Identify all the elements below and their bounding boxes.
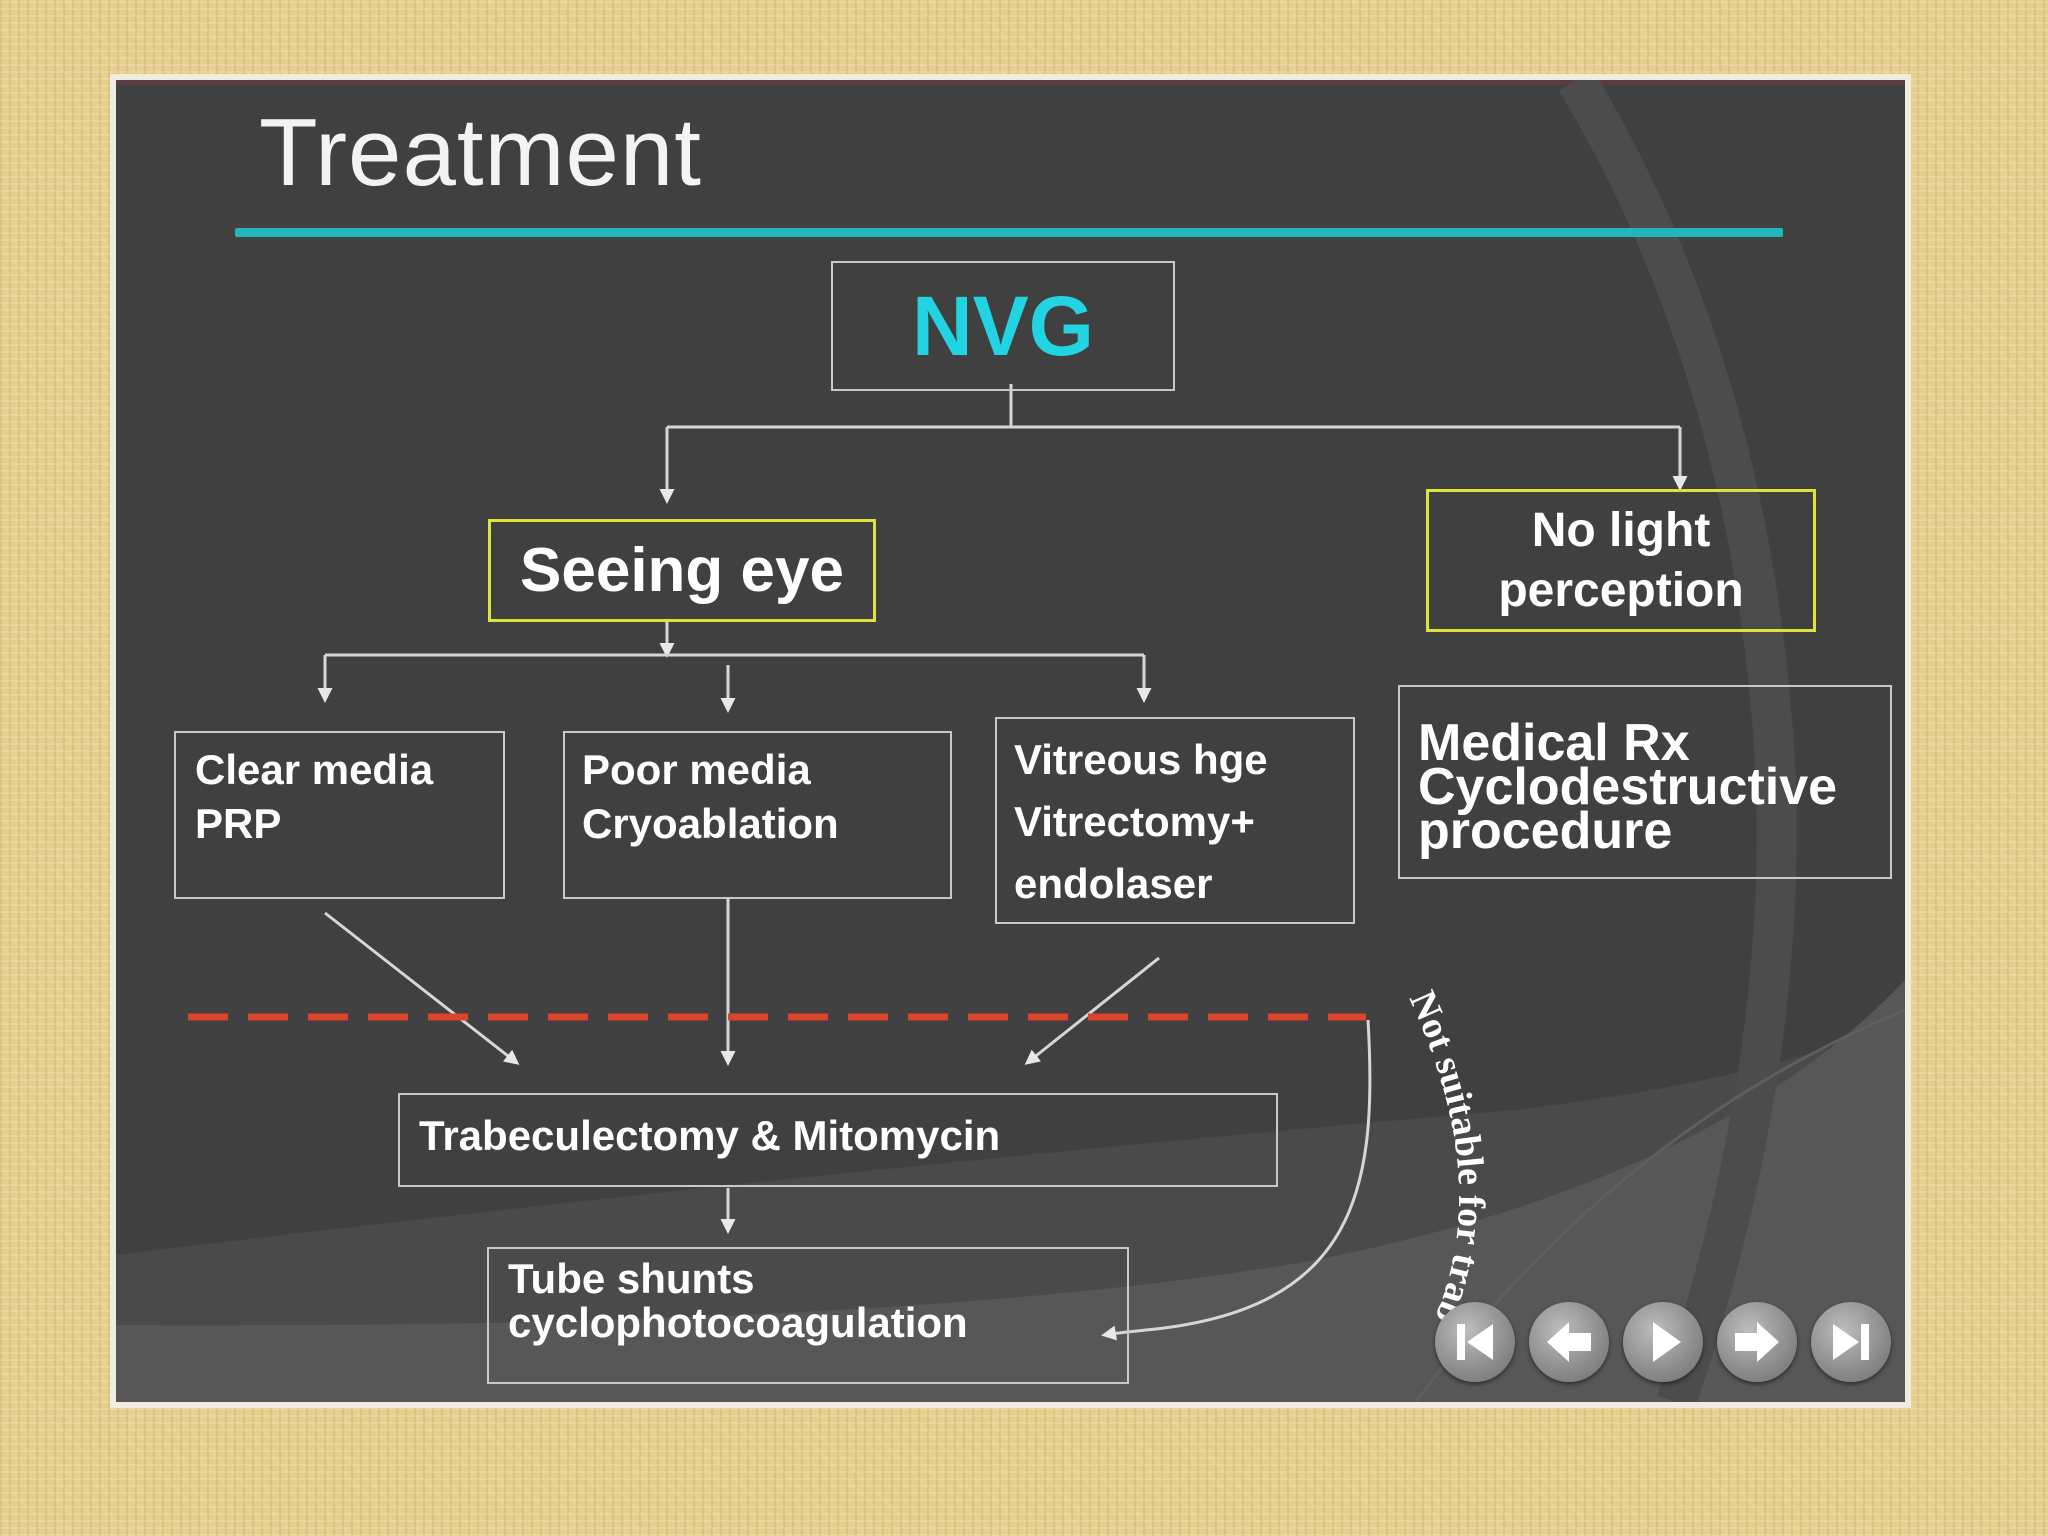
clear-media-line-2: PRP: [195, 800, 282, 847]
next-slide-button[interactable]: [1717, 1302, 1797, 1382]
medical-line-1: Medical Rx: [1418, 714, 1690, 772]
connector-clear-to-trab: [324, 911, 520, 1065]
svg-text:Not suitable for trab: Not suitable for trab: [1401, 985, 1492, 1331]
arrow-left-icon: [1547, 1322, 1591, 1362]
trabeculectomy-box: Trabeculectomy & Mitomycin: [398, 1093, 1278, 1187]
arrow-right-icon: [1735, 1322, 1779, 1362]
skip-last-icon: [1833, 1324, 1869, 1360]
previous-slide-button[interactable]: [1529, 1302, 1609, 1382]
first-slide-button[interactable]: [1435, 1302, 1515, 1382]
play-icon: [1653, 1322, 1681, 1362]
vitreous-line-3: endolaser: [1014, 860, 1213, 907]
skip-first-icon: [1457, 1324, 1493, 1360]
medical-line-2: Cyclodestructive: [1418, 758, 1838, 816]
tube-shunts-box: Tube shunts cyclophotocoagulation: [487, 1247, 1129, 1384]
seeing-eye-box: Seeing eye: [488, 519, 876, 622]
vitreous-line-2: Vitrectomy+: [1014, 798, 1255, 845]
not-suitable-annotation: Not suitable for trab: [1401, 985, 1492, 1331]
trabeculectomy-label: Trabeculectomy & Mitomycin: [419, 1112, 1001, 1159]
tube-line-1: Tube shunts: [508, 1255, 755, 1302]
slide-title: Treatment: [259, 99, 702, 206]
no-light-perception-box: No light perception: [1426, 489, 1816, 632]
poor-media-line-1: Poor media: [582, 746, 811, 793]
no-light-line-1: No light: [1531, 503, 1711, 557]
nvg-box: NVG: [831, 261, 1175, 391]
connector-vitreous-to-trab: [1024, 956, 1160, 1065]
medical-line-3: procedure: [1418, 802, 1673, 860]
clear-media-line-1: Clear media: [195, 746, 434, 793]
last-slide-button[interactable]: [1811, 1302, 1891, 1382]
vitreous-line-1: Vitreous hge: [1014, 736, 1268, 783]
slide: Treatment: [116, 80, 1905, 1402]
not-suitable-text: Not suitable for trab: [1401, 985, 1492, 1331]
clear-media-box: Clear media PRP: [174, 731, 505, 899]
slide-top-border: [116, 80, 1905, 85]
flow-connectors: [188, 384, 1688, 1341]
title-underline: [235, 228, 1783, 237]
connector-not-suitable-curve: [1101, 1019, 1372, 1341]
poor-media-box: Poor media Cryoablation: [563, 731, 952, 899]
vitreous-hge-box: Vitreous hge Vitrectomy+ endolaser: [995, 717, 1355, 924]
medical-rx-box: Medical Rx Cyclodestructive procedure: [1398, 685, 1892, 879]
play-button[interactable]: [1623, 1302, 1703, 1382]
nvg-label: NVG: [911, 278, 1095, 373]
no-light-line-2: perception: [1498, 563, 1744, 617]
tube-line-2: cyclophotocoagulation: [508, 1299, 968, 1346]
poor-media-line-2: Cryoablation: [582, 800, 839, 847]
seeing-eye-label: Seeing eye: [520, 536, 844, 605]
